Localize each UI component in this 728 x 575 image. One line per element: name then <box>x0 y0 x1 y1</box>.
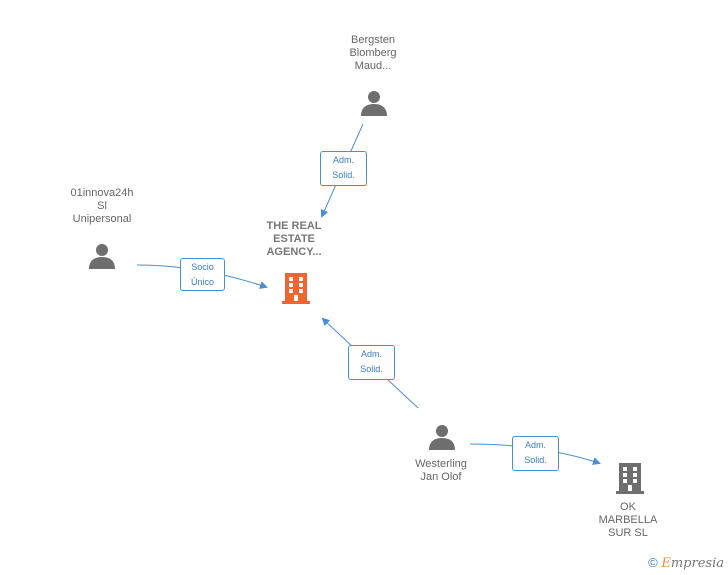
node-label-main-company[interactable]: THE REAL ESTATE AGENCY... <box>266 220 322 258</box>
node-label-bergsten[interactable]: Bergsten Blomberg Maud... <box>349 34 397 72</box>
copyright-icon: © <box>648 555 658 570</box>
building-icon[interactable] <box>281 271 311 305</box>
edge-label-adm-solid[interactable]: Adm. Solid. <box>320 151 367 186</box>
person-icon[interactable] <box>359 88 389 118</box>
edge-label-adm-solid[interactable]: Adm. Solid. <box>348 345 395 380</box>
copyright: © Empresia <box>648 555 724 571</box>
edge-label-adm-solid[interactable]: Adm. Solid. <box>512 436 559 471</box>
person-icon[interactable] <box>87 241 117 271</box>
brand-logo: Empresia <box>661 556 724 571</box>
building-icon[interactable] <box>615 461 645 495</box>
person-icon[interactable] <box>427 422 457 452</box>
node-label-innova[interactable]: 01innova24h Sl Unipersonal <box>70 187 134 225</box>
edge-label-socio-unico[interactable]: Socio Único <box>180 258 225 291</box>
node-label-ok-marbella[interactable]: OK MARBELLA SUR SL <box>598 501 658 539</box>
node-label-westerling[interactable]: Westerling Jan Olof <box>415 458 467 483</box>
